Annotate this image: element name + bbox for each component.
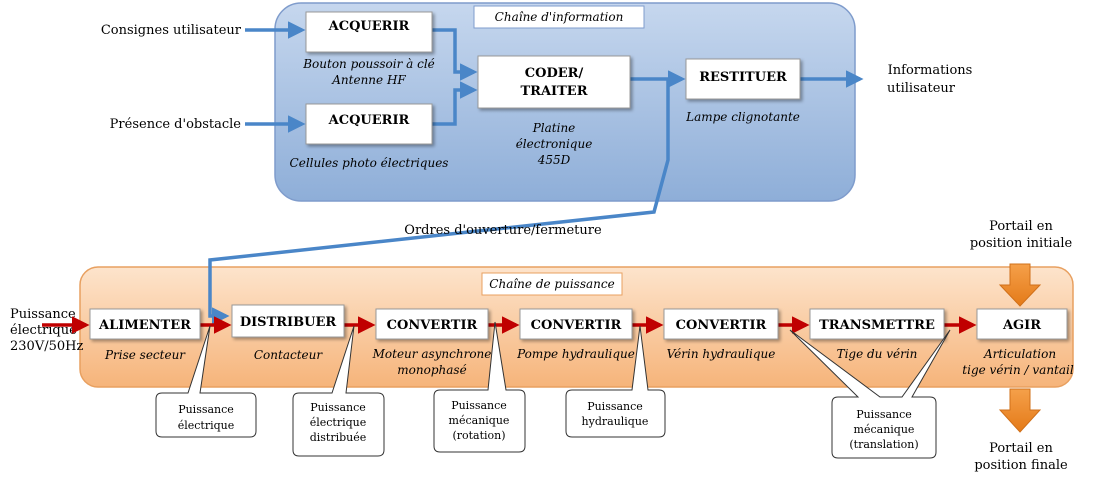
callout-3-line1: Puissance [451,399,507,412]
power-input-3: 230V/50Hz [10,339,83,354]
callout-3 [433,321,526,453]
convertir-2-caption: Pompe hydraulique [516,347,635,361]
output-informations-2: utilisateur [887,81,956,96]
convertir-1-caption-1: Moteur asynchrone [372,347,492,361]
agir-caption-2: tige vérin / vantail [962,363,1074,377]
acquerir-1-caption-2: Antenne HF [331,73,406,87]
convertir-3-caption: Vérin hydraulique [667,347,776,361]
power-chain-title-box [481,272,623,296]
convertir-3-label: CONVERTIR [676,318,767,333]
convertir-1-label: CONVERTIR [387,318,478,333]
transmettre-label: TRANSMETTRE [819,318,935,333]
power-input-1: Puissance [10,307,76,322]
transmettre-caption: Tige du vérin [837,347,918,361]
portail-top-1: Portail en [989,219,1053,234]
coder-traiter-block [477,55,631,109]
agir-caption-1: Articulation [983,347,1056,361]
acquerir-2-block [305,103,433,145]
acquerir-1-label: ACQUERIR [328,19,410,34]
callout-2-line3: distribuée [310,431,367,444]
distribuer-block [231,304,345,338]
agir-block [976,308,1068,340]
distribuer-caption: Contacteur [254,348,323,362]
alimenter-block [89,308,201,340]
portail-bottom-arrow [998,388,1042,433]
info-chain-title: Chaîne d'information [495,10,624,24]
callout-1-line2: électrique [178,419,235,432]
callout-4-line1: Puissance [587,400,643,413]
acquerir-1-caption-1: Bouton poussoir à clé [302,57,435,71]
restituer-block [685,58,801,100]
power-chain-title: Chaîne de puissance [489,277,614,291]
convertir-3-block [663,308,779,340]
alimenter-caption: Prise secteur [104,348,186,362]
portail-bottom-2: position finale [974,458,1068,473]
callout-5-line2: mécanique [854,423,915,436]
alimenter-label: ALIMENTER [98,318,191,333]
coder-caption-3: 455D [537,153,571,167]
portail-top-arrow [998,263,1042,307]
transmettre-block [809,308,945,340]
convertir-2-label: CONVERTIR [531,318,622,333]
callout-3-line2: mécanique [449,414,510,427]
agir-label: AGIR [1002,318,1041,333]
callout-4-line2: hydraulique [582,415,649,428]
convertir-1-caption-2: monophasé [397,363,466,377]
output-informations-1: Informations [888,63,973,78]
callout-5 [789,329,951,459]
orders-label: Ordres d'ouverture/fermeture [404,223,602,238]
acquerir-1-block [305,11,433,53]
portail-bottom-1: Portail en [989,441,1053,456]
portail-top-2: position initiale [970,236,1073,251]
callout-2-line2: électrique [310,416,367,429]
callout-5-line1: Puissance [856,408,912,421]
restituer-label: RESTITUER [699,70,787,85]
input-presence: Présence d'obstacle [110,117,242,132]
convertir-2-block [519,308,633,340]
callout-1 [155,325,257,438]
acquerir-2-caption: Cellules photo électriques [290,156,449,170]
acquerir-2-label: ACQUERIR [328,113,410,128]
callout-3-line3: (rotation) [452,429,505,442]
callout-1-line1: Puissance [178,403,234,416]
info-chain-title-box [473,5,645,29]
coder-caption-1: Platine [532,121,576,135]
coder-caption-2: électronique [516,137,593,151]
convertir-1-block [375,308,489,340]
callout-5-line3: (translation) [849,438,918,451]
callout-2 [292,325,385,457]
callout-2-line1: Puissance [310,401,366,414]
input-consignes: Consignes utilisateur [101,23,242,38]
restituer-caption: Lampe clignotante [685,110,800,124]
coder-label-line2: TRAITER [520,84,587,99]
callout-4 [565,325,666,438]
distribuer-label: DISTRIBUER [240,315,337,330]
coder-label-line1: CODER/ [525,66,584,81]
info-connectors [208,21,864,325]
